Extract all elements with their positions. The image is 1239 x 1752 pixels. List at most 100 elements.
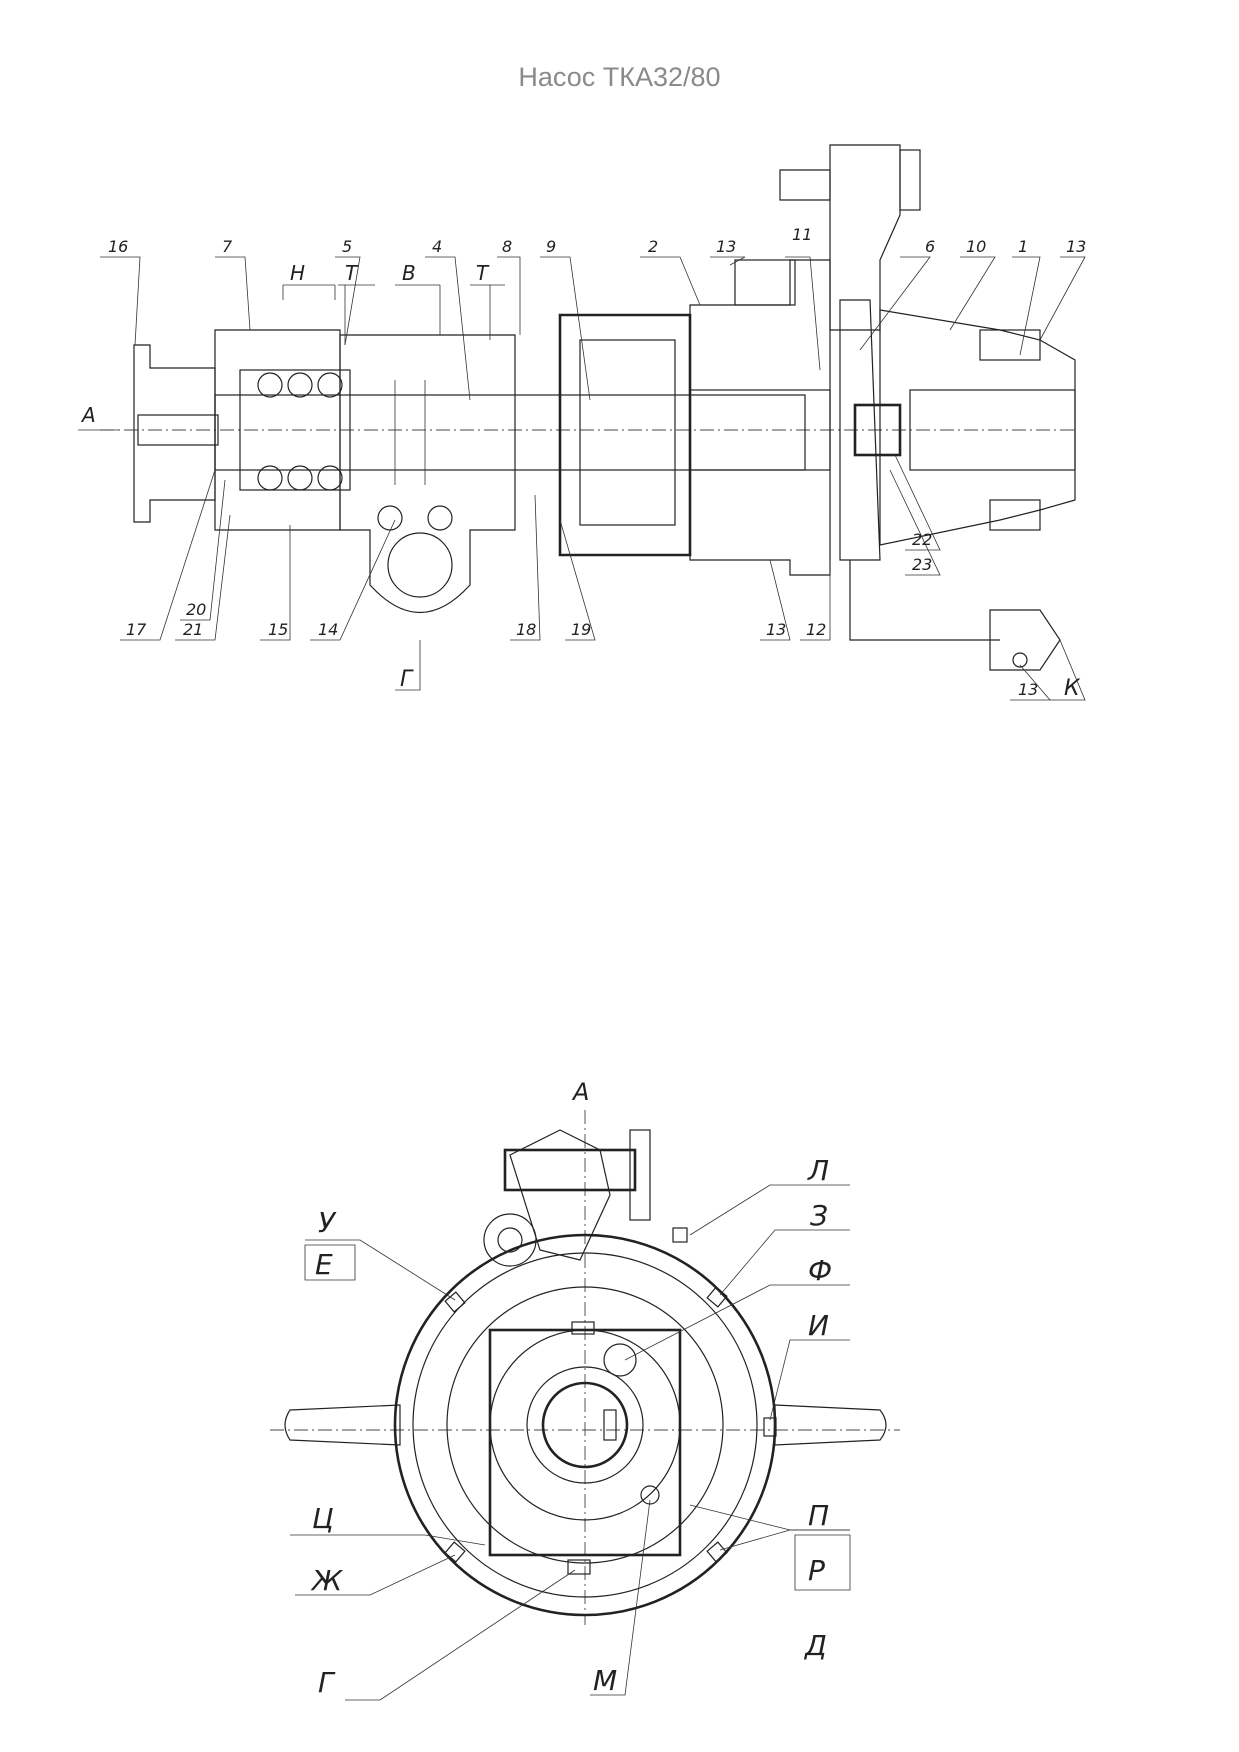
zone-label: Т: [345, 261, 359, 285]
part-label: 13: [1018, 680, 1038, 699]
part-label: 16: [108, 237, 128, 256]
plug-l: [672, 1227, 688, 1243]
suction-bore: [909, 389, 1076, 471]
part-label: 13: [716, 237, 736, 256]
oil-hole: [427, 505, 453, 531]
discharge-flange: [503, 1148, 637, 1192]
part-label: 20: [186, 600, 206, 619]
part-label: 11: [792, 225, 812, 244]
part-label: 13: [766, 620, 786, 639]
label-l: Л: [807, 1154, 829, 1187]
housing-ring: [412, 1252, 758, 1598]
label-p: П: [808, 1499, 829, 1532]
housing-inner-ring: [446, 1286, 724, 1564]
shaft-seat: [526, 1366, 644, 1484]
mounting-foot-right: [774, 1404, 887, 1446]
casing-bore: [689, 389, 831, 471]
suction-flange-bolt: [979, 329, 1041, 361]
plug-g: [567, 1559, 591, 1575]
oil-hole: [377, 505, 403, 531]
label-r: Р: [808, 1554, 825, 1587]
discharge-branch: [509, 1129, 611, 1261]
label-zh: Ж: [310, 1564, 344, 1597]
bearing-ball: [257, 372, 283, 398]
mounting-foot-left: [284, 1404, 401, 1446]
plug-i: [763, 1417, 777, 1437]
part-label: 5: [342, 237, 352, 256]
part-label: 14: [318, 620, 338, 639]
bearing-ball: [287, 465, 313, 491]
side-section-view: 16 7 5 4 8 9 2 13 11 6 10 1 13 17 20 21 …: [78, 144, 1086, 701]
part-label: 12: [806, 620, 826, 639]
view-label: Г: [400, 667, 414, 692]
label-e: Е: [315, 1248, 333, 1281]
plug-z: [706, 1286, 728, 1308]
bearing-ball: [287, 372, 313, 398]
pipe-fitting: [989, 609, 1061, 671]
front-view: А У Е Ц Ж Г М Л З Ф И П Р Д: [270, 1078, 900, 1701]
zone-label: Н: [290, 261, 305, 285]
label-f: Ф: [808, 1254, 832, 1287]
plug-f: [603, 1343, 637, 1377]
lifting-eye: [483, 1213, 537, 1267]
page-title: Насос ТКА32/80: [518, 62, 721, 92]
discharge-flange: [779, 169, 831, 201]
plug-r: [706, 1541, 728, 1563]
volute-upper: [829, 144, 901, 331]
zone-label: В: [402, 261, 416, 285]
part-label: 15: [268, 620, 288, 639]
view-label: К: [1064, 676, 1081, 701]
part-label: 6: [925, 237, 935, 256]
housing-outer-ring: [393, 1233, 777, 1617]
part-label: 23: [912, 555, 932, 574]
connection-pipe: [849, 560, 1000, 641]
part-label: 8: [502, 237, 512, 256]
bearing-ball: [257, 465, 283, 491]
plug-u: [444, 1291, 466, 1313]
part-label: 19: [571, 620, 591, 639]
drain-port: [387, 532, 453, 598]
label-z: З: [810, 1199, 828, 1232]
part-label: 21: [183, 620, 203, 639]
label-box-e: [304, 1244, 356, 1281]
shaft-key: [137, 414, 219, 446]
coupling-rotor: [579, 339, 676, 526]
part-label: 10: [966, 237, 986, 256]
part-label: 17: [126, 620, 147, 639]
part-label: 9: [546, 237, 556, 256]
intermediate-housing: [339, 334, 516, 614]
bearing-ball: [317, 372, 343, 398]
bearing-seat: [239, 369, 351, 491]
suction-flange-bolt: [989, 499, 1041, 531]
bolt: [899, 149, 921, 211]
shaft: [214, 394, 806, 471]
impeller-nut: [853, 403, 902, 457]
part-label: 22: [912, 530, 932, 549]
part-label: 18: [516, 620, 536, 639]
stud: [734, 259, 796, 306]
discharge-bolt: [629, 1129, 651, 1221]
shaft-bore: [541, 1381, 629, 1469]
view-label: А: [80, 403, 96, 427]
keyway: [603, 1409, 617, 1441]
part-label: 7: [222, 237, 233, 256]
zone-label: Т: [476, 261, 490, 285]
flange-face: [489, 1329, 681, 1521]
label-i: И: [808, 1309, 829, 1342]
plug-m: [640, 1485, 660, 1505]
label-u: У: [318, 1206, 337, 1239]
suction-cover: [879, 309, 1076, 546]
impeller: [839, 299, 881, 561]
part-label: 1: [1018, 237, 1028, 256]
plug-top: [571, 1321, 595, 1335]
part-label: 4: [432, 237, 442, 256]
label-d: Д: [803, 1629, 827, 1662]
label-g: Г: [318, 1666, 336, 1699]
view-label-a: А: [571, 1078, 589, 1106]
pump-casing: [689, 259, 831, 576]
label-ts: Ц: [312, 1502, 334, 1535]
bearing-ball: [317, 465, 343, 491]
coupling-flange: [133, 344, 216, 523]
label-m: М: [593, 1664, 617, 1697]
